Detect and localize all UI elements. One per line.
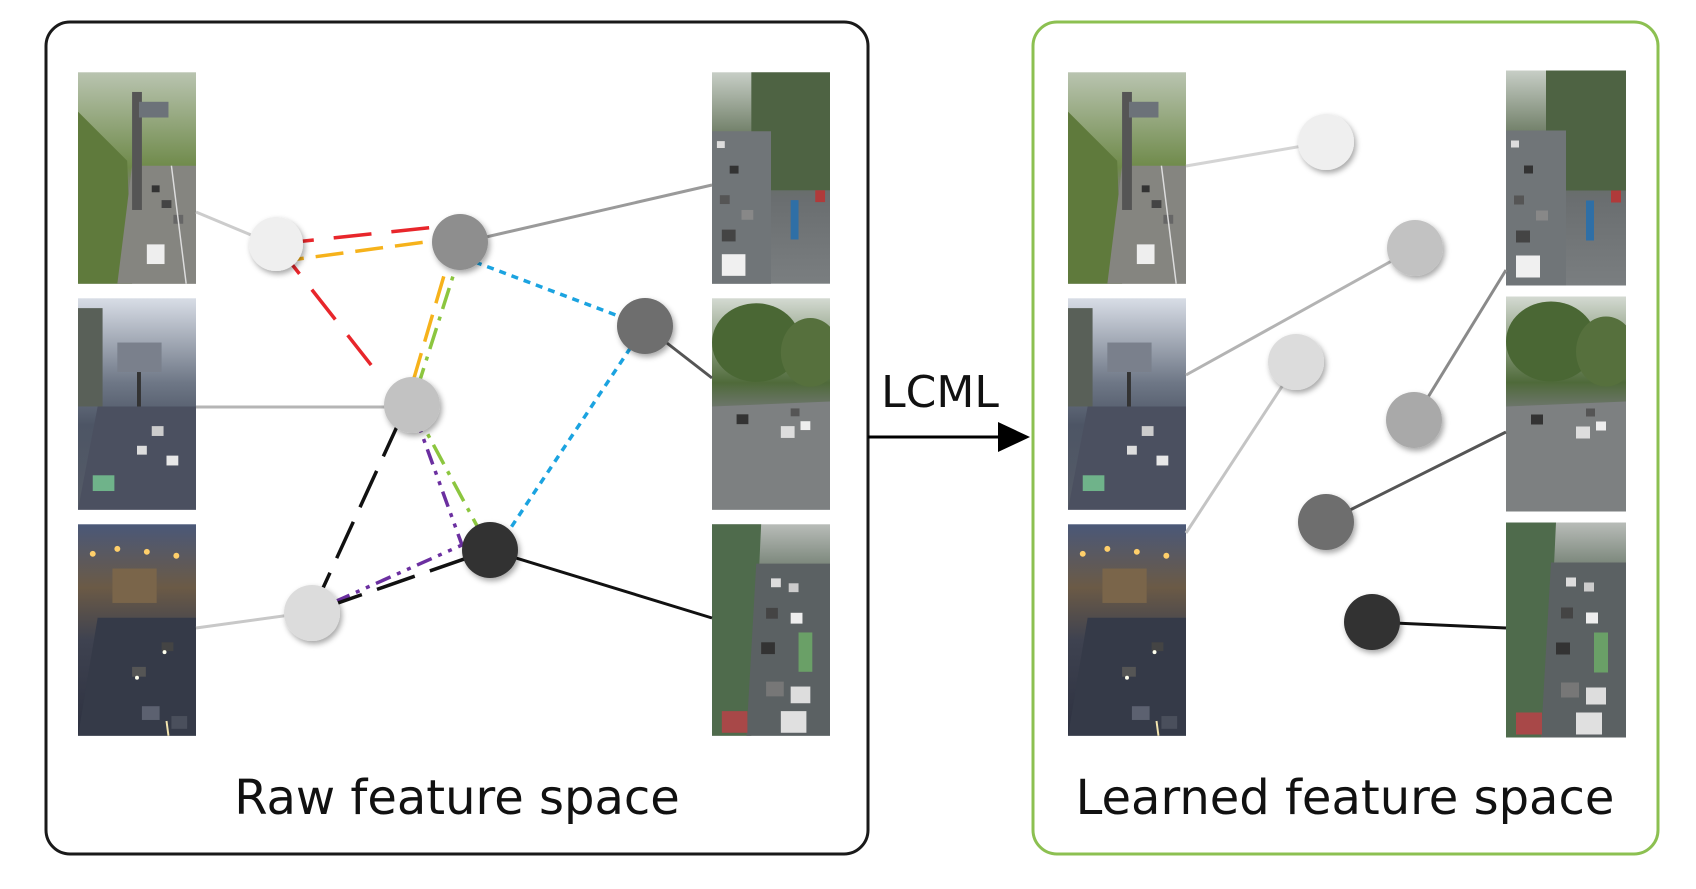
raw-node-mid-dark (432, 214, 488, 270)
connector-day-traffic-jam (459, 183, 713, 245)
raw-node-lightest (249, 217, 303, 271)
raw-node-darkest (462, 522, 518, 578)
camera-view-cloudy-street (78, 298, 196, 510)
camera-view-day-highway-learned (1068, 71, 1186, 285)
learned-node-light (1268, 334, 1324, 390)
raw-node-dark (617, 298, 673, 354)
raw-feature-nodes (249, 214, 673, 641)
learned-right-image-column (1506, 70, 1626, 738)
purple-dashdot-link (311, 406, 465, 614)
lcml-label: LCML (881, 367, 999, 418)
orange-dashed-link-top (275, 236, 456, 264)
camera-view-night-street (78, 523, 196, 737)
learned-feature-nodes (1268, 114, 1443, 650)
learned-connector-night-street (1184, 364, 1298, 534)
learned-feature-space-panel (1031, 20, 1660, 856)
raw-node-light (284, 585, 340, 641)
connector-congested-avenue (489, 548, 713, 620)
camera-view-tree-lined-road (712, 298, 830, 510)
learned-connector-tree-lined-road (1325, 430, 1507, 524)
lcml-arrow (868, 422, 1030, 452)
black-dashed-link (308, 419, 491, 616)
raw-panel-label: Raw feature space (234, 770, 680, 826)
camera-view-day-traffic-jam (712, 72, 830, 284)
learned-connector-day-traffic-jam (1412, 269, 1508, 421)
learned-node-mid-dark (1386, 392, 1442, 448)
blue-dotted-link-upper (474, 260, 646, 328)
arrow-head (998, 422, 1030, 452)
camera-view-day-traffic-jam-learned (1506, 70, 1626, 286)
learned-node-darkest (1344, 594, 1400, 650)
learned-node-lightest (1298, 114, 1354, 170)
raw-left-image-column (78, 71, 196, 737)
camera-view-tree-lined-road-learned (1506, 296, 1626, 512)
red-dashed-link-top (275, 223, 456, 246)
raw-right-image-column (712, 72, 830, 736)
learned-node-mid (1387, 220, 1443, 276)
camera-view-congested-avenue-learned (1506, 522, 1626, 738)
learned-left-image-column (1068, 71, 1186, 737)
blue-dotted-link-lower (504, 325, 647, 536)
green-dashdot-link (410, 247, 492, 551)
raw-node-mid (384, 377, 440, 433)
learned-panel-label: Learned feature space (1076, 770, 1615, 826)
camera-view-day-highway (78, 71, 196, 285)
camera-view-cloudy-street-learned (1068, 298, 1186, 510)
camera-view-night-street-learned (1068, 523, 1186, 737)
learned-node-dark (1298, 494, 1354, 550)
raw-relation-links (274, 223, 647, 616)
camera-view-congested-avenue (712, 524, 830, 736)
learned-connector-cloudy-street (1185, 246, 1416, 377)
